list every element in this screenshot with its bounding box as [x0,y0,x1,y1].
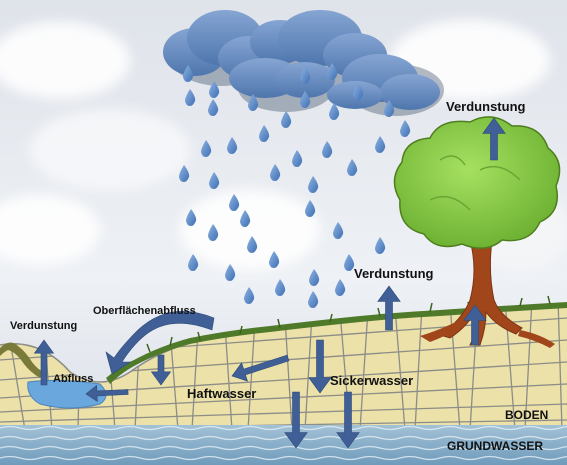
raindrop-icon [188,254,199,271]
raindrop-icon [208,224,219,241]
raindrop-icon [375,136,386,153]
seepage-arrow-icon [308,339,332,394]
evaporation-pond-arrow-icon [33,339,55,386]
raindrop-icon [247,236,258,253]
seepage-down-arrow-2-icon [336,391,360,449]
groundwater-label: GRUNDWASSER [447,439,544,453]
raindrop-icon [384,100,395,117]
raindrop-icon [269,251,280,268]
raindrop-icon [275,279,286,296]
runoff-label: Abfluss [53,373,94,385]
raindrop-icon [327,63,338,80]
raindrop-icon [353,83,364,100]
raindrop-icon [179,165,190,182]
evaporation-ground-arrow-icon [377,285,401,331]
retained-water-label: Haftwasser [187,386,257,401]
raindrop-icon [308,176,319,193]
raindrop-icon [209,81,220,98]
grass [0,295,567,384]
groundwater-layer [0,420,567,465]
raindrop-icon [308,291,319,308]
rain-drops [179,63,411,308]
raindrop-icon [240,210,251,227]
evaporation-tree-label: Verdunstung [446,99,526,114]
flow-arrows [33,117,506,449]
raindrop-icon [347,159,358,176]
raindrop-icon [300,67,311,84]
raindrop-icon [305,200,316,217]
seepage-down-arrow-1-icon [284,391,308,449]
retained-water-flow-arrow-icon [231,354,290,382]
tree-icon [393,116,561,348]
raindrop-icon [227,137,238,154]
raindrop-icon [208,99,219,116]
tree-root-uptake-arrow-icon [463,304,487,346]
soil-label: BODEN [505,408,549,422]
raindrop-icon [244,287,255,304]
rain-cloud-icon [163,10,444,116]
raindrop-icon [259,125,270,142]
pond [27,379,107,409]
retained-water-arrow-icon [150,354,172,386]
raindrop-icon [186,209,197,226]
raindrop-icon [375,237,386,254]
raindrop-icon [400,120,411,137]
raindrop-icon [344,254,355,271]
raindrop-icon [270,164,281,181]
raindrop-icon [248,94,259,111]
raindrop-icon [292,150,303,167]
raindrop-icon [183,65,194,82]
evaporation-tree-arrow-icon [482,117,506,161]
raindrop-icon [225,264,236,281]
raindrop-icon [329,103,340,120]
raindrop-icon [333,222,344,239]
raindrop-icon [281,111,292,128]
surface-runoff-arrow-icon [105,310,215,375]
evaporation-ground-label: Verdunstung [354,266,434,281]
seepage-water-label: Sickerwasser [330,373,414,388]
raindrop-icon [185,89,196,106]
raindrop-icon [309,269,320,286]
raindrop-icon [209,172,220,189]
raindrop-icon [335,279,346,296]
surface-runoff-label: Oberflächenabfluss [93,305,196,317]
raindrop-icon [322,141,333,158]
evaporation-pond-label: Verdunstung [10,320,78,332]
raindrop-icon [300,91,311,108]
runoff-arrow-icon [85,384,129,403]
raindrop-icon [229,194,240,211]
raindrop-icon [201,140,212,157]
